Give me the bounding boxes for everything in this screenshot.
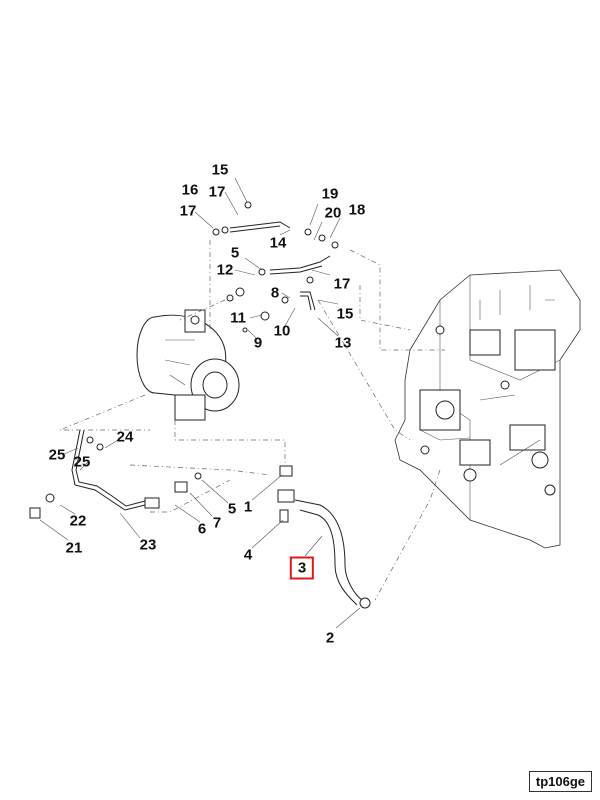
callout-3-selected[interactable]: 3 [289,556,315,580]
callout-5[interactable]: 5 [230,244,240,262]
callout-23[interactable]: 23 [139,536,157,554]
lower-oil-lines [29,429,295,523]
callout-13[interactable]: 13 [334,334,352,352]
callout-22[interactable]: 22 [69,512,87,530]
callout-10[interactable]: 10 [273,322,291,340]
upper-oil-lines [212,201,339,333]
reference-code: tp106ge [528,771,592,792]
callout-11[interactable]: 11 [230,309,246,327]
callout-19[interactable]: 19 [321,185,339,203]
callout-12[interactable]: 12 [216,261,234,279]
callout-17[interactable]: 17 [208,183,226,201]
callout-17[interactable]: 17 [333,275,351,293]
callout-6[interactable]: 6 [197,520,207,538]
callout-20[interactable]: 20 [324,204,342,222]
callout-15[interactable]: 15 [336,305,354,323]
assembly-lines [59,240,445,601]
leader-lines [39,177,361,629]
callout-24[interactable]: 24 [116,428,134,446]
callout-25[interactable]: 25 [73,453,91,471]
callout-5[interactable]: 5 [227,500,237,518]
engine-block [394,269,581,549]
turbocharger [136,309,240,421]
drain-hose [294,499,371,609]
callout-4[interactable]: 4 [243,546,253,564]
callout-17[interactable]: 17 [179,202,197,220]
callout-16[interactable]: 16 [181,181,199,199]
callout-7[interactable]: 7 [212,514,222,532]
callout-2[interactable]: 2 [325,629,335,647]
callout-14[interactable]: 14 [269,234,287,252]
callout-1[interactable]: 1 [243,498,253,516]
callout-21[interactable]: 21 [65,539,83,557]
callout-8[interactable]: 8 [270,284,280,302]
callout-18[interactable]: 18 [348,201,366,219]
callout-9[interactable]: 9 [253,334,263,352]
callout-15[interactable]: 15 [211,161,229,179]
callout-25[interactable]: 25 [48,446,66,464]
